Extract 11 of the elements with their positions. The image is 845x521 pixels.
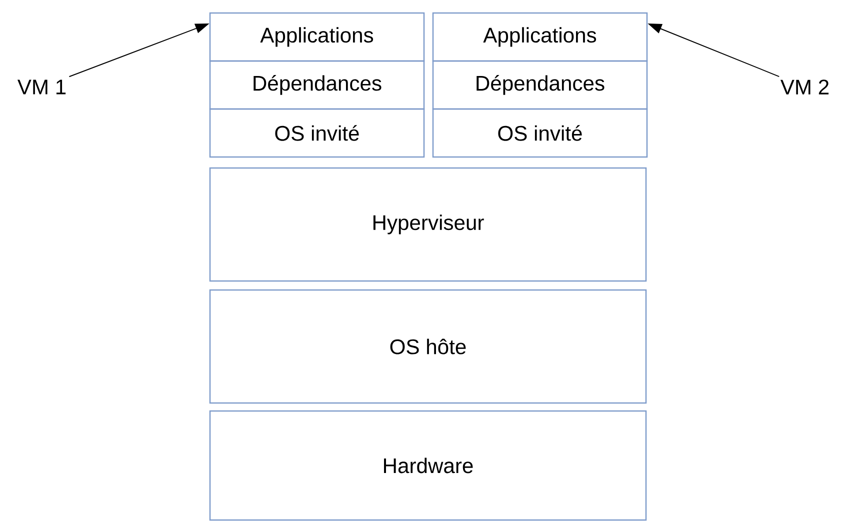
layer-box: Hardware: [209, 410, 647, 521]
layer-box: Dépendances: [432, 60, 648, 110]
layer-box: OS invité: [209, 108, 425, 158]
layer-box: Applications: [209, 12, 425, 62]
layer-box: Dépendances: [209, 60, 425, 110]
layer-box: Applications: [432, 12, 648, 62]
layer-box: OS hôte: [209, 289, 647, 404]
vm-label: VM 2: [780, 80, 829, 94]
layer-box: Hyperviseur: [209, 167, 647, 282]
layer-box: OS invité: [432, 108, 648, 158]
vm-label: VM 1: [18, 80, 66, 94]
